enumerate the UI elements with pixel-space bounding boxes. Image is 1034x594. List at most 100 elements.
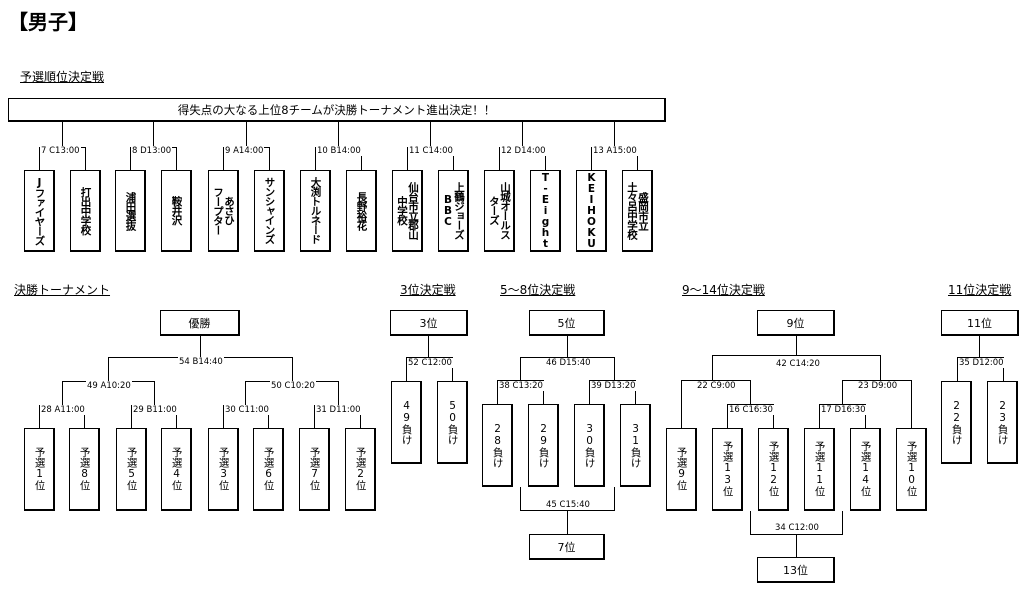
bracket-line xyxy=(452,357,453,382)
bracket-line xyxy=(428,336,429,358)
bracket-line xyxy=(545,147,546,171)
bracket-line xyxy=(712,355,881,356)
prelim-team-box-label: サンシャインズ xyxy=(263,177,276,244)
champion-box: 優勝 xyxy=(160,310,240,336)
quarter-label: 30 C11:00 xyxy=(224,405,270,415)
seed-box: 予選8位 xyxy=(69,428,100,511)
prelim-banner-text: 得失点の大なる上位8チームが決勝トーナメント進出決定！！ xyxy=(177,102,496,117)
bracket-line xyxy=(200,336,201,358)
fifth-team-box-label: 29負け xyxy=(537,422,550,468)
ninth-heading: 9～14位決定戦 xyxy=(682,283,765,297)
final-top-label: 54 B14:40 xyxy=(178,357,224,367)
bracket-line xyxy=(62,381,63,406)
match-label: 10 B14:00 xyxy=(316,146,362,156)
bracket-line xyxy=(361,147,362,171)
ninth-top-label: 42 C14:20 xyxy=(775,359,821,369)
bracket-line xyxy=(223,147,224,171)
seed-box-label: 予選5位 xyxy=(125,447,138,491)
third-team-box: 50負け xyxy=(437,381,468,464)
seed-box-label: 予選1位 xyxy=(33,447,46,491)
ninth-sub-label: 23 D9:00 xyxy=(857,381,899,391)
third-team-box-label: 50負け xyxy=(446,399,459,445)
ninth-team-box: 予選13位 xyxy=(712,428,743,511)
bracket-line xyxy=(497,380,498,405)
ninth-team-box: 予選11位 xyxy=(804,428,835,511)
bracket-line xyxy=(819,404,866,405)
bracket-line xyxy=(865,404,866,429)
fifth-heading: 5～8位決定戦 xyxy=(500,283,576,297)
bracket-line xyxy=(338,122,339,148)
eleventh-result-label: 11位 xyxy=(967,316,992,330)
bracket-line xyxy=(520,357,521,381)
prelim-team-box: 長野裕花 xyxy=(346,170,377,252)
seed-box: 予選1位 xyxy=(24,428,55,511)
eleventh-result-box: 11位 xyxy=(941,310,1019,336)
bracket-line xyxy=(499,147,500,171)
prelim-team-box-label: 浦田選抜 xyxy=(124,191,137,230)
bracket-line xyxy=(497,380,544,381)
seed-box-label: 予選6位 xyxy=(262,447,275,491)
prelim-team-box: サンシャインズ xyxy=(254,170,285,252)
seed-box: 予選5位 xyxy=(116,428,147,511)
bracket-line xyxy=(567,510,568,535)
bracket-line xyxy=(842,380,843,405)
semi-label: 49 A10:20 xyxy=(86,381,132,391)
prelim-team-box-label: 盛岡市立 土々呂中学校 xyxy=(626,182,650,239)
ninth-subsub-label: 17 D16:30 xyxy=(820,405,867,415)
bracket-line xyxy=(406,357,407,382)
prelim-team-box-label: 山城オールス ターズ xyxy=(488,182,512,239)
bracket-line xyxy=(407,147,408,171)
page-title: 【男子】 xyxy=(8,10,88,34)
quarter-label: 31 D11:00 xyxy=(315,405,362,415)
fifth-team-box-label: 28負け xyxy=(491,422,504,468)
bracket-line xyxy=(154,381,155,406)
bracket-line xyxy=(1003,357,1004,382)
prelim-team-box: 大渕トルネード xyxy=(300,170,331,252)
bracket-line xyxy=(727,404,728,429)
prelim-team-box-label: 打出中学校 xyxy=(79,186,92,235)
bracket-line xyxy=(130,147,131,171)
thirteenth-result-label: 13位 xyxy=(783,563,808,577)
ninth-result-label: 9位 xyxy=(786,316,805,330)
bracket-line xyxy=(176,147,177,171)
bracket-line xyxy=(614,357,615,381)
ninth-bottom-label: 34 C12:00 xyxy=(774,523,820,533)
bracket-line xyxy=(543,380,544,405)
ninth-team-box: 予選14位 xyxy=(850,428,881,511)
ninth-team-box: 予選12位 xyxy=(758,428,789,511)
eleventh-match-label: 35 D12:00 xyxy=(958,358,1005,368)
fifth-bottom-label: 45 C15:40 xyxy=(545,500,591,510)
bracket-line xyxy=(360,405,361,429)
third-result-box: 3位 xyxy=(390,310,468,336)
third-result-label: 3位 xyxy=(419,316,438,330)
prelim-team-box-label: T-Eight xyxy=(539,172,552,249)
prelim-team-box: 打出中学校 xyxy=(70,170,101,252)
bracket-line xyxy=(338,381,339,406)
third-team-box-label: 49負け xyxy=(400,399,413,445)
bracket-line xyxy=(727,404,774,405)
champion-label: 優勝 xyxy=(188,316,211,330)
semi-label: 50 C10:20 xyxy=(270,381,316,391)
bracket-line xyxy=(589,380,636,381)
bracket-line xyxy=(796,534,797,558)
prelim-team-box: 仙台市立郡山 中学校 xyxy=(392,170,423,252)
bracket-line xyxy=(406,357,453,358)
bracket-line xyxy=(979,336,980,358)
prelim-team-box-label: 上鶴ジョーズ BBC xyxy=(442,182,466,239)
bracket-line xyxy=(614,487,615,511)
bracket-line xyxy=(430,122,431,148)
bracket-line xyxy=(911,380,912,429)
ninth-result-box: 9位 xyxy=(757,310,835,336)
match-label: 12 D14:00 xyxy=(500,146,547,156)
seed-box: 予選7位 xyxy=(299,428,330,511)
seed-box-label: 予選8位 xyxy=(78,447,91,491)
ninth-team-box-label: 予選10位 xyxy=(905,441,918,497)
bracket-line xyxy=(520,487,521,511)
fifth-result-label: 5位 xyxy=(557,316,576,330)
final-heading: 決勝トーナメント xyxy=(14,283,111,297)
fifth-team-box: 28負け xyxy=(482,404,513,487)
bracket-line xyxy=(153,122,154,148)
fifth-top-label: 46 D15:40 xyxy=(545,358,592,368)
thirteenth-result-box: 13位 xyxy=(757,557,835,583)
prelim-team-box-label: あさひ フープター xyxy=(212,186,236,235)
